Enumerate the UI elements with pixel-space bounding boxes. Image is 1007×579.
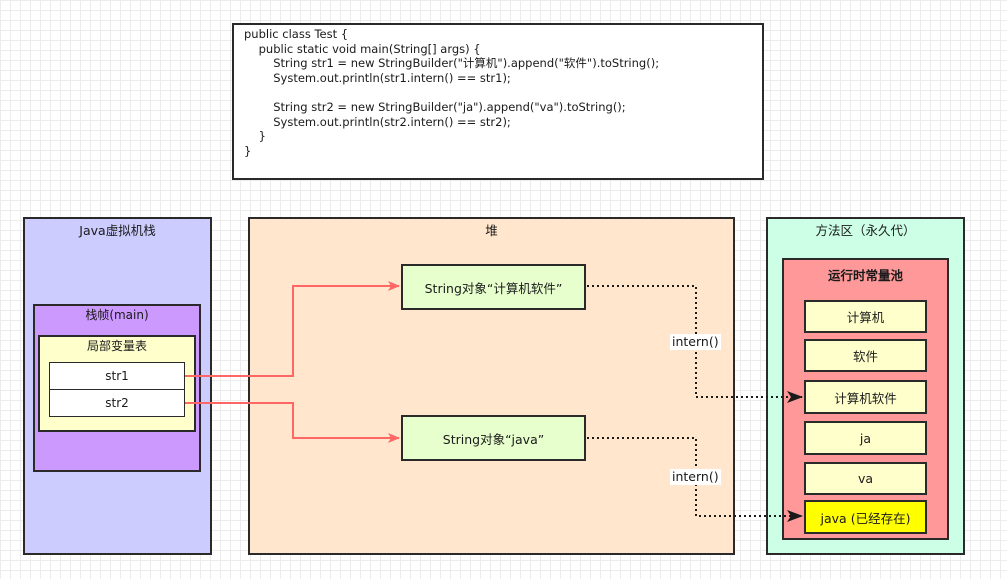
code-line: } <box>244 143 252 158</box>
pool-item-highlighted: java (已经存在) <box>804 500 927 534</box>
code-line: System.out.println(str2.intern() == str2… <box>244 114 511 129</box>
code-line: public static void main(String[] args) { <box>244 41 481 56</box>
heap-object-java: String对象“java” <box>401 415 586 461</box>
code-snippet: public class Test { public static void m… <box>232 23 764 180</box>
pool-item: ja <box>804 421 927 455</box>
intern-label-1: intern() <box>670 334 721 350</box>
reference-arrow-str2 <box>185 402 400 443</box>
code-line: String str1 = new StringBuilder("计算机").a… <box>244 56 660 71</box>
local-variable-table-title: 局部变量表 <box>86 339 147 353</box>
pool-item: va <box>804 462 927 495</box>
pool-item: 计算机 <box>804 300 927 333</box>
runtime-constant-pool-title: 运行时常量池 <box>827 268 903 283</box>
var-str2: str2 <box>49 389 185 417</box>
code-line: String str2 = new StringBuilder("ja").ap… <box>244 99 626 114</box>
code-line: } <box>244 129 266 144</box>
heap-title: 堆 <box>485 223 498 238</box>
pool-item: 计算机软件 <box>804 380 927 414</box>
stack-frame-title: 栈帧(main) <box>85 308 149 322</box>
reference-arrow-str1 <box>185 281 400 377</box>
code-line: System.out.println(str1.intern() == str1… <box>244 70 511 85</box>
intern-arrow-java <box>587 437 803 522</box>
intern-label-2: intern() <box>670 469 721 485</box>
jvm-stack-title: Java虚拟机栈 <box>79 223 156 238</box>
pool-item: 软件 <box>804 339 927 372</box>
heap-object-computer-software: String对象“计算机软件” <box>401 264 586 310</box>
method-area-title: 方法区（永久代） <box>815 223 916 238</box>
code-line: public class Test { <box>244 27 349 41</box>
